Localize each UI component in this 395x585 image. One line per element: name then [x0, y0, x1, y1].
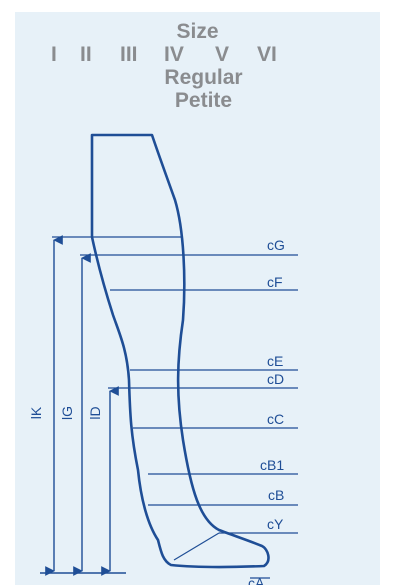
label-cY: cY — [267, 516, 284, 532]
fit-regular-label: Regular — [164, 66, 243, 89]
size-numeral-6: VI — [257, 43, 277, 66]
label-cC: cC — [267, 411, 284, 427]
stocking-outline — [90, 133, 270, 569]
label-cE: cE — [267, 353, 283, 369]
size-numerals: I II III IV V VI — [51, 43, 291, 67]
size-numeral-4: IV — [164, 43, 184, 66]
label-cB1: cB1 — [260, 457, 284, 473]
size-numeral-5: V — [215, 43, 230, 66]
label-lD: lD — [87, 406, 103, 419]
label-cB: cB — [268, 487, 284, 503]
size-numeral-1: I — [51, 43, 57, 66]
fit-petite-label: Petite — [174, 89, 233, 112]
label-cD: cD — [267, 371, 284, 387]
size-numeral-3: III — [120, 43, 138, 66]
size-numeral-2: II — [80, 43, 92, 66]
label-lK: lK — [28, 406, 44, 419]
label-cG: cG — [267, 237, 285, 253]
label-cA: cA — [248, 575, 265, 585]
label-cF: cF — [267, 274, 283, 290]
heel-line — [173, 532, 220, 561]
size-title: Size — [176, 20, 219, 43]
label-lG: lG — [59, 406, 75, 420]
